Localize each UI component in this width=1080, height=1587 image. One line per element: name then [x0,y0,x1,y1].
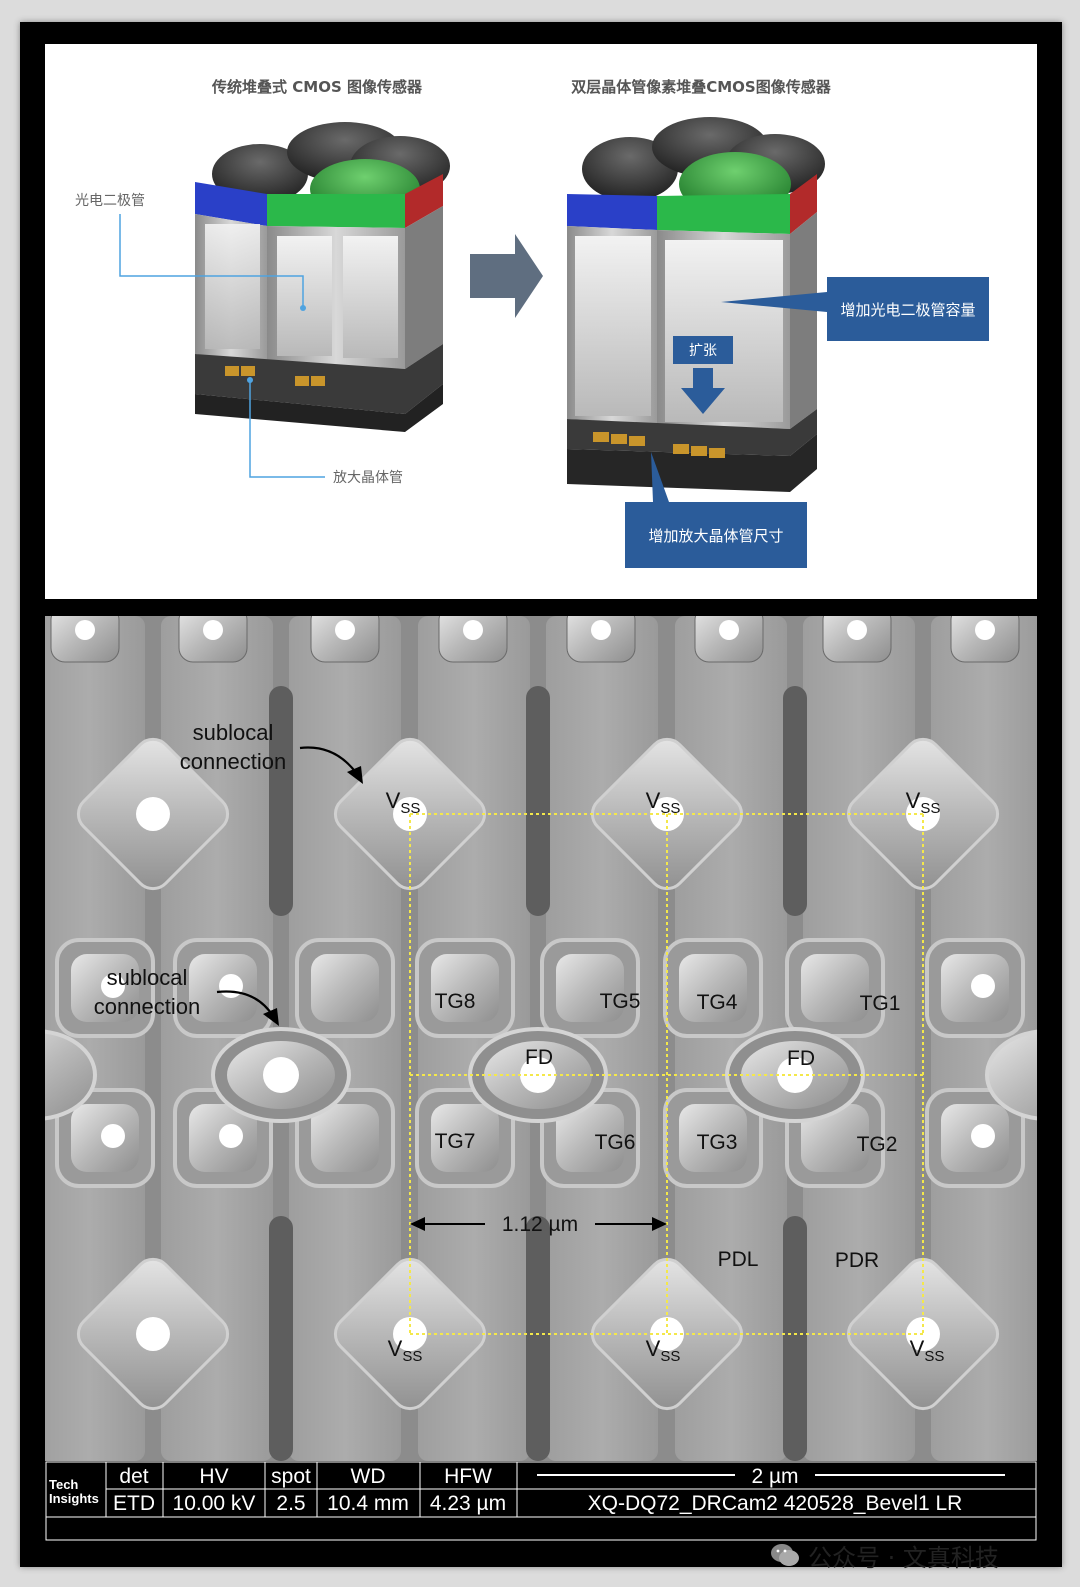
vss-label: VSS [386,788,421,817]
floating-diffusion-pads [45,1027,1037,1123]
tg-pad [295,938,395,1038]
tg-pad [415,938,515,1038]
contact-dot [219,974,243,998]
transition-arrow [470,234,543,318]
scale-bar-label: 2 µm [751,1465,798,1488]
info-value: 4.23 µm [430,1492,506,1515]
right-pixel-stack [567,117,825,492]
contact-dot [975,620,995,640]
fd-label: FD [787,1047,815,1070]
expand-down-arrow [681,368,725,414]
tg-label-tg1: TG1 [860,992,901,1015]
trench-slot [269,686,293,916]
tg-pad [540,938,640,1038]
sublocal-label-1b: connection [180,749,286,774]
vss-label: VSS [388,1336,423,1365]
tg-label-tg7: TG7 [435,1130,476,1153]
contact-dot [75,620,95,640]
fd-oval [468,1027,608,1123]
fd-label: FD [525,1046,553,1069]
image-identifier: XQ-DQ72_DRCam2 420528_Bevel1 LR [588,1492,963,1515]
tg-pad [663,938,763,1038]
contact-dot [719,620,739,640]
contact-dot [219,1124,243,1148]
vss-label: VSS [646,788,681,817]
label-amp-transistor: 放大晶体管 [333,470,403,486]
contact-dot [136,1317,170,1351]
contact-dot [101,974,125,998]
sem-info-bar: Tech Insights det HV spot WD HFW ETD 10.00 kV 2… [45,1461,1037,1541]
sublocal-arrow-2 [216,990,274,1017]
sublocal-label-2b: connection [94,994,200,1019]
trench-slot [783,1216,807,1461]
watermark-text: 公众号 · 文真科技 [808,1543,999,1572]
fd-oval [211,1027,351,1123]
vss-diamond [590,1257,744,1411]
vss-label: VSS [906,788,941,817]
contact-dot [263,1057,299,1093]
info-header-spot: spot [271,1465,311,1488]
pixel-boundary-grid [409,813,924,1335]
trench-slot [783,686,807,916]
stacked-sensor-comparison: 传统堆叠式 CMOS 图像传感器 双层晶体管像素堆叠CMOS图像传感器 光电二极… [45,44,1037,599]
tg-pad [663,1088,763,1188]
pitch-marker: 1.12 µm [410,1213,667,1236]
contact-dot [101,1124,125,1148]
tg-pad [415,1088,515,1188]
contact-dot [650,1317,684,1351]
wechat-watermark: 公众号 · 文真科技 [770,1538,999,1572]
right-title: 双层晶体管像素堆叠CMOS图像传感器 [571,78,831,96]
info-header-hfw: HFW [444,1465,492,1488]
tg-label-tg4: TG4 [697,991,738,1014]
fd-oval-edge [985,1029,1037,1121]
info-value: 2.5 [276,1492,305,1515]
trench-slot [269,1216,293,1461]
pitch-label: 1.12 µm [502,1213,578,1236]
callout-pd-capacity: 增加光电二极管容量 [840,301,975,319]
tg-label-tg2: TG2 [857,1133,898,1156]
contact-dot [847,620,867,640]
info-value: ETD [113,1492,155,1515]
tg-label-tg3: TG3 [697,1131,738,1154]
tg-pad [785,938,885,1038]
fd-oval-edge [45,1029,97,1121]
wechat-icon [771,1544,799,1566]
logo-line2: Insights [49,1491,99,1506]
top-contact-row [50,616,1020,663]
vss-diamond [76,737,230,891]
callout-amp-size: 增加放大晶体管尺寸 [648,527,783,545]
vss-label: VSS [910,1336,945,1365]
info-header-det: det [119,1465,148,1488]
label-photodiode: 光电二极管 [75,193,145,209]
sublocal-label-1a: sublocal [193,720,274,745]
left-title: 传统堆叠式 CMOS 图像传感器 [211,78,423,96]
vss-diamond [76,1257,230,1411]
contact-dot [335,620,355,640]
trench-slot [526,1216,550,1461]
tg-label-tg6: TG6 [595,1131,636,1154]
logo-line1: Tech [49,1477,78,1492]
sublocal-label-2a: sublocal [107,965,188,990]
tg-label-tg5: TG5 [600,990,641,1013]
contact-dot [203,620,223,640]
contact-dot [463,620,483,640]
sublocal-arrow-1 [299,746,358,775]
sem-micrograph: sublocal connection sublocal connection … [45,616,1037,1461]
info-header-wd: WD [351,1465,386,1488]
contact-dot [136,797,170,831]
pdr-label: PDR [835,1249,879,1272]
vss-label: VSS [646,1336,681,1365]
tg-label-tg8: TG8 [435,990,476,1013]
contact-dot [971,974,995,998]
trench-slot [526,686,550,916]
callout-expand: 扩张 [689,343,717,359]
info-value: 10.00 kV [173,1492,256,1515]
left-pixel-stack [195,122,450,432]
contact-dot [591,620,611,640]
transfer-gate-pads [55,938,1025,1188]
info-header-hv: HV [199,1465,228,1488]
info-value: 10.4 mm [327,1492,409,1515]
pdl-label: PDL [718,1248,759,1271]
contact-dot [971,1124,995,1148]
